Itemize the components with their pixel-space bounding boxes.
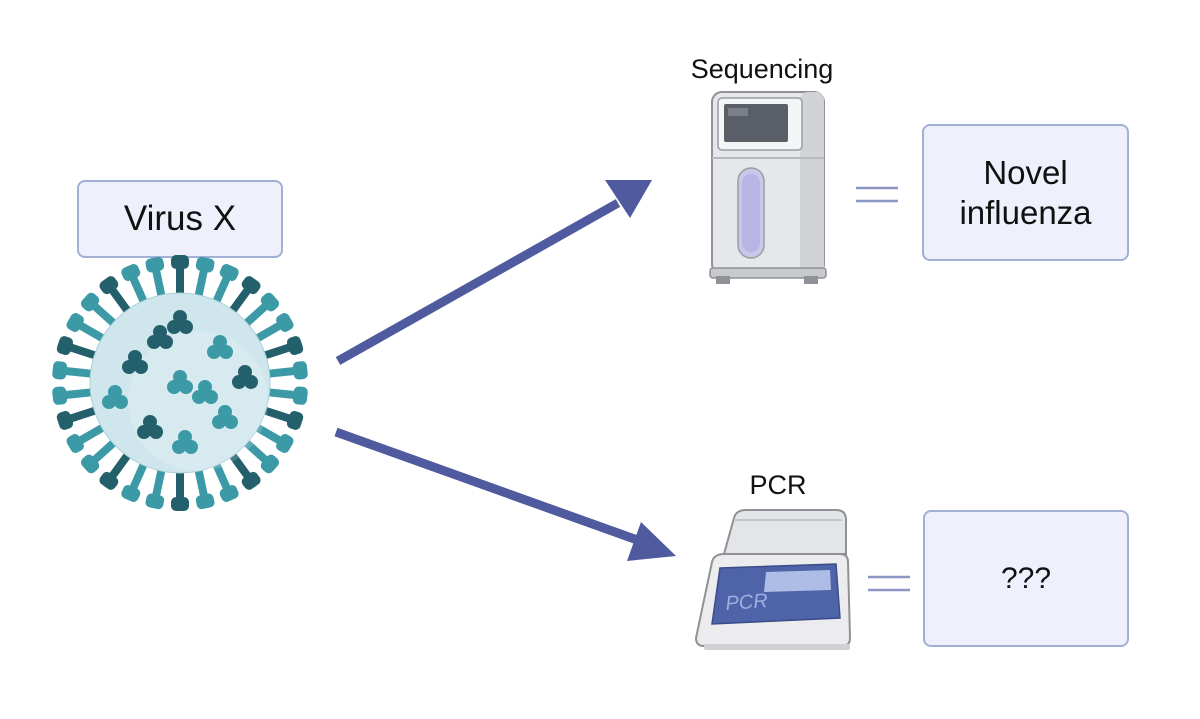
virus-spike: [52, 361, 95, 380]
virus-spike: [265, 386, 308, 405]
virus-spike: [121, 460, 148, 502]
pcr-device-text: PCR: [725, 590, 769, 615]
virus-spike: [99, 276, 132, 315]
virus-label: Virus X: [123, 199, 237, 238]
sequencer-icon: [709, 91, 827, 284]
virus-spike: [261, 406, 304, 430]
pcr-result-box: ???: [923, 510, 1129, 647]
virus-spike: [242, 292, 280, 328]
equals-sign-sequencing: [856, 186, 898, 203]
pcr-machine-icon: PCR: [694, 509, 852, 650]
sequencing-label: Sequencing: [690, 54, 834, 84]
equals-sign-pcr: [868, 575, 910, 592]
arrow-to-pcr: [334, 427, 642, 546]
virus-surface-protein: [207, 335, 233, 359]
arrow-to-sequencing: [335, 199, 621, 365]
sequencing-result-box: Novel influenza: [922, 124, 1129, 261]
sequencing-result: Novel influenza: [959, 153, 1092, 231]
virus-spike: [261, 336, 304, 360]
virus-spike: [80, 438, 118, 474]
virus-surface-protein: [212, 405, 238, 429]
virus-spike: [145, 256, 166, 300]
virus-spike: [212, 264, 239, 306]
virus-spike: [253, 313, 294, 343]
virus-surface-protein: [122, 350, 148, 374]
virus-spike: [66, 423, 107, 453]
virus-surface-protein: [167, 310, 193, 334]
virus-surface-protein: [192, 380, 218, 404]
arrowhead-sequencing: [605, 180, 652, 218]
virus-surface-protein: [172, 430, 198, 454]
virus-label-box: Virus X: [77, 180, 283, 258]
virus-spike: [242, 438, 280, 474]
pcr-result: ???: [1000, 561, 1052, 595]
virus-spike: [171, 255, 189, 297]
virus-spike: [66, 313, 107, 343]
virus-surface-protein: [137, 415, 163, 439]
virus-spike: [52, 386, 95, 405]
virus-spike: [145, 466, 166, 510]
virus-spike: [265, 361, 308, 380]
virus-spike: [194, 466, 215, 510]
virus-spike: [80, 292, 118, 328]
virus-icon: [52, 255, 308, 511]
virus-surface-protein: [232, 365, 258, 389]
virus-spike: [99, 451, 132, 490]
virus-spike: [56, 406, 99, 430]
arrowhead-pcr: [627, 522, 676, 561]
virus-surface-protein: [102, 385, 128, 409]
virus-spike: [253, 423, 294, 453]
virus-spike: [171, 469, 189, 511]
virus-spike: [56, 336, 99, 360]
pcr-label: PCR: [749, 470, 807, 500]
virus-surface-protein: [167, 370, 193, 394]
virus-surface-protein: [147, 325, 173, 349]
virus-spike: [228, 451, 261, 490]
virus-spike: [121, 264, 148, 306]
virus-spike: [212, 460, 239, 502]
virus-spike: [194, 256, 215, 300]
virus-spike: [228, 276, 261, 315]
